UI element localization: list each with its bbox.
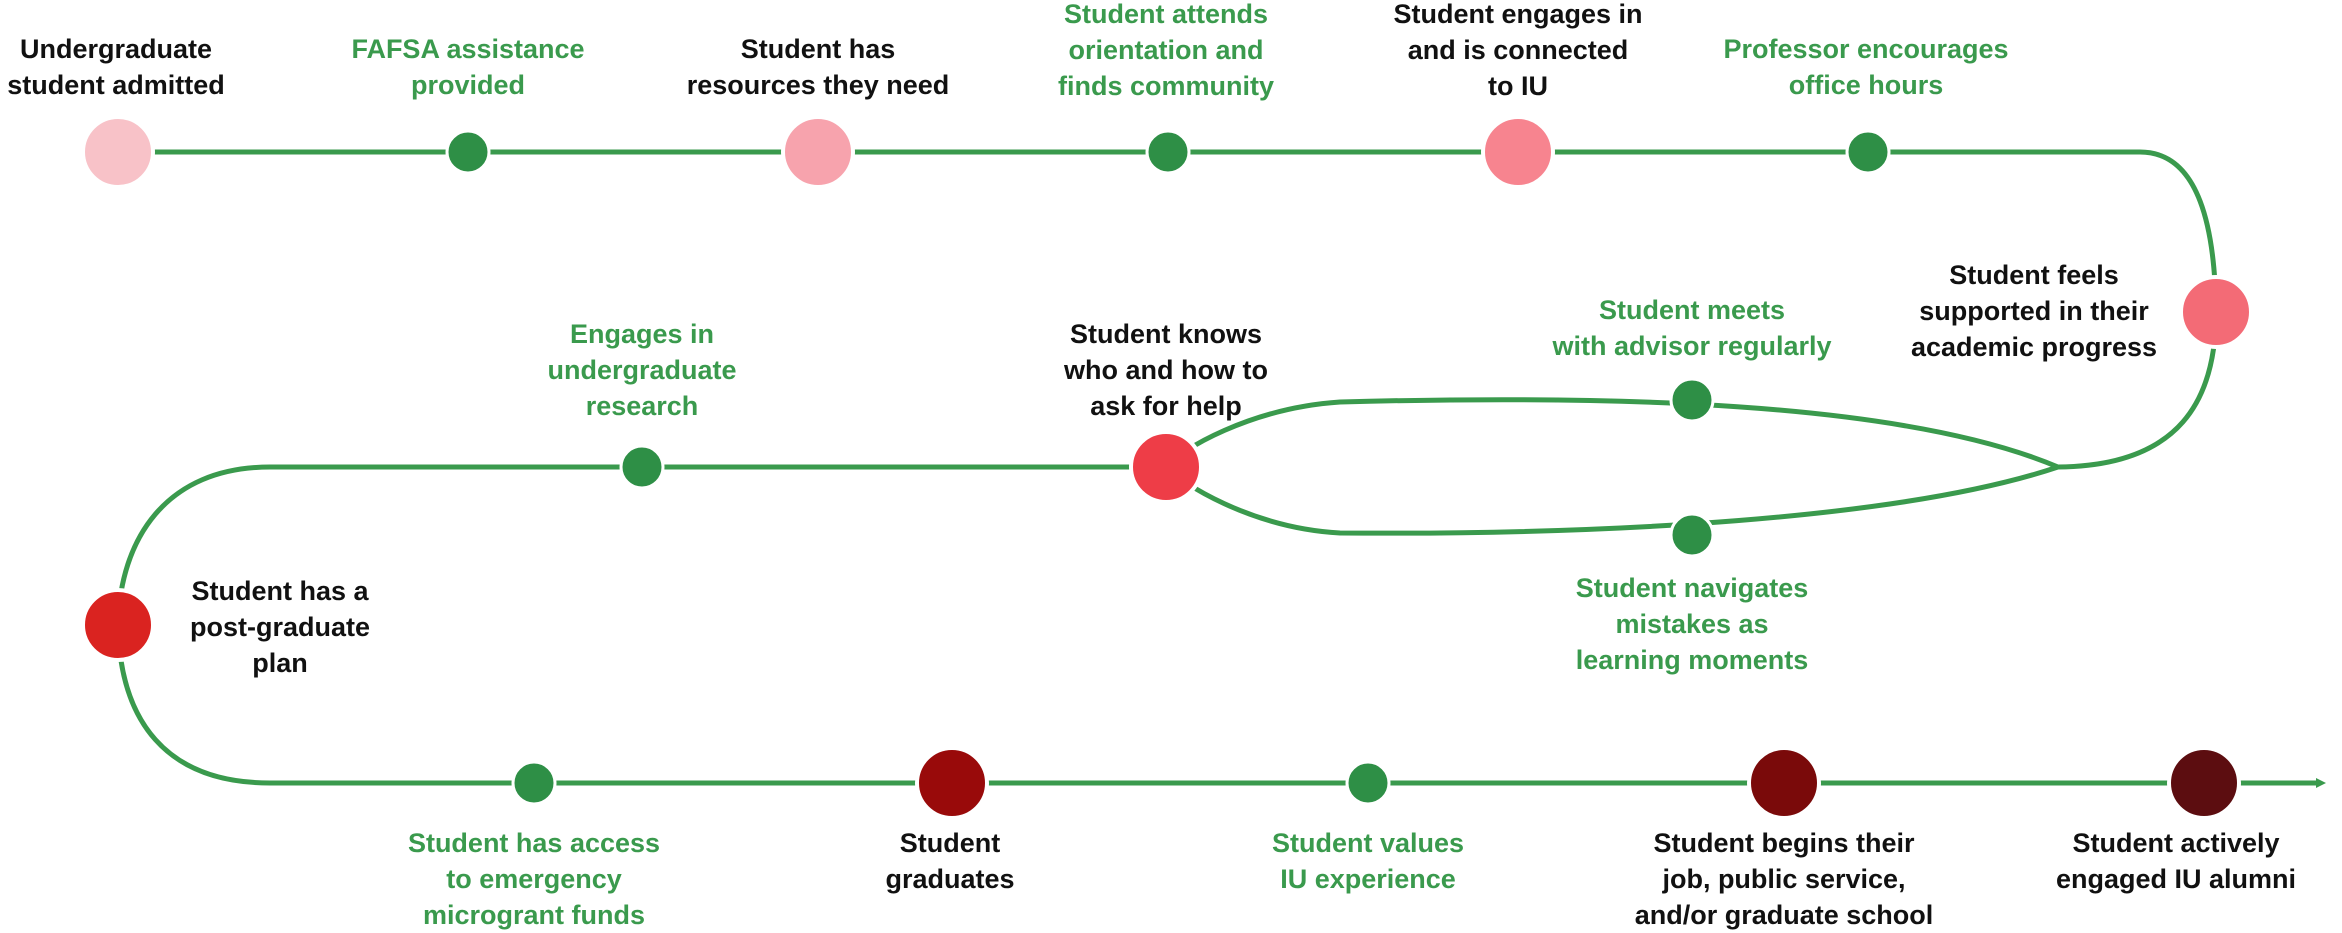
label-student-engaged-alumni: Student actively engaged IU alumni	[2055, 828, 2297, 894]
label-student-feels-supported: Student feels supported in their academi…	[1910, 260, 2158, 362]
label-student-knows-help: Student knows who and how to ask for hel…	[1064, 319, 1268, 421]
label-professor-encourages-office-hours: Professor encourages office hours	[1723, 34, 2009, 100]
node-student-navigates-mistakes	[1669, 512, 1715, 558]
label-student-emergency-microgrant: Student has access to emergency microgra…	[407, 828, 661, 930]
label-student-has-resources: Student has resources they need	[686, 34, 950, 100]
node-student-has-resources	[781, 115, 855, 189]
label-student-meets-advisor: Student meets with advisor regularly	[1552, 295, 1832, 361]
node-student-post-graduate-plan	[81, 588, 155, 662]
node-undergraduate-student-admitted	[81, 115, 155, 189]
node-student-knows-help	[1129, 430, 1203, 504]
node-fafsa-assistance-provided	[445, 129, 491, 175]
label-fafsa-assistance-provided: FAFSA assistance provided	[351, 34, 585, 100]
label-engages-undergraduate-research: Engages in undergraduate research	[547, 319, 737, 421]
label-student-begins-job: Student begins their job, public service…	[1634, 828, 1934, 930]
journey-path-branch-upper	[1164, 397, 2059, 470]
label-student-attends-orientation: Student attends orientation and finds co…	[1057, 0, 1274, 101]
node-student-begins-job	[1747, 746, 1821, 820]
label-undergraduate-student-admitted: Undergraduate student admitted	[7, 34, 225, 100]
label-student-values-iu: Student values IU experience	[1271, 828, 1465, 894]
node-student-engaged-alumni	[2167, 746, 2241, 820]
journey-path-branch-lower	[1164, 464, 2059, 536]
label-student-navigates-mistakes: Student navigates mistakes as learning m…	[1575, 573, 1809, 675]
node-student-emergency-microgrant	[511, 760, 557, 806]
label-student-engages-connected: Student engages in and is connected to I…	[1393, 0, 1643, 101]
node-student-engages-connected	[1481, 115, 1555, 189]
node-student-values-iu	[1345, 760, 1391, 806]
node-student-feels-supported	[2179, 275, 2253, 349]
node-student-meets-advisor	[1669, 377, 1715, 423]
node-engages-undergraduate-research	[619, 444, 665, 490]
label-student-graduates: Student graduates	[885, 828, 1015, 894]
label-student-post-graduate-plan: Student has a post-graduate plan	[189, 576, 370, 678]
node-student-graduates	[915, 746, 989, 820]
node-student-attends-orientation	[1145, 129, 1191, 175]
node-professor-encourages-office-hours	[1845, 129, 1891, 175]
